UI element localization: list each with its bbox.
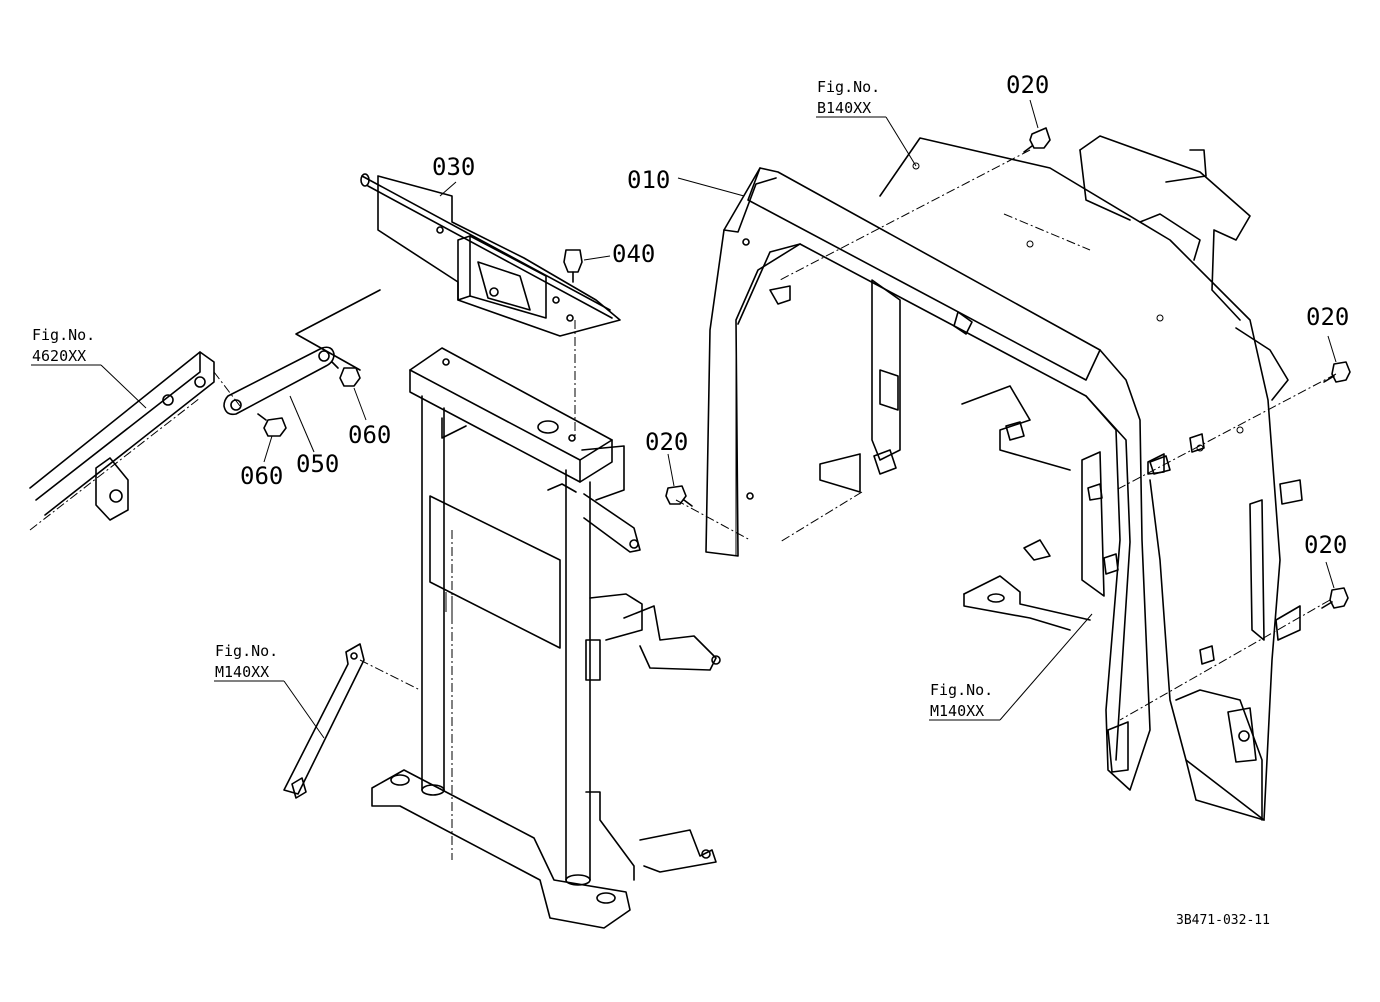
part-label-060-right: 060 (348, 421, 391, 449)
part-label-040: 040 (612, 240, 655, 268)
fig-ref-code-b140: B140XX (817, 99, 871, 117)
arch-frame-010 (705, 167, 1151, 791)
left-arm-bracket (29, 351, 215, 531)
part-label-030: 030 (432, 153, 475, 181)
fig-ref-code-m140-right: M140XX (930, 702, 984, 720)
bolt-060-lower (257, 413, 287, 437)
fig-ref-prefix-m140-left: Fig.No. (215, 642, 278, 660)
part-label-020-top: 020 (1006, 71, 1049, 99)
fig-ref-prefix-4620: Fig.No. (32, 326, 95, 344)
bolt-060-upper (331, 361, 361, 387)
left-lower-bracket (283, 643, 421, 799)
bolt-020-left (665, 485, 693, 507)
fig-ref-prefix-m140-right: Fig.No. (930, 681, 993, 699)
top-bracket-030 (295, 173, 621, 436)
bolt-020-right-lower (1321, 587, 1349, 609)
part-label-060-left: 060 (240, 462, 283, 490)
part-label-020-right-upper: 020 (1306, 303, 1349, 331)
bolt-040 (563, 249, 583, 283)
fig-ref-code-4620: 4620XX (32, 347, 86, 365)
bolt-020-right-upper (1323, 361, 1351, 383)
link-plate-050 (213, 346, 335, 416)
leader-lines (31, 99, 1337, 739)
drawing-number: 3B471-032-11 (1176, 913, 1270, 928)
center-stand-frame (371, 347, 721, 929)
bolt-020-top (1023, 127, 1051, 153)
part-label-020-right-lower: 020 (1304, 531, 1347, 559)
right-panel-assembly (675, 135, 1337, 821)
part-label-050: 050 (296, 450, 339, 478)
part-label-020-left: 020 (645, 428, 688, 456)
part-label-010: 010 (627, 166, 670, 194)
fig-ref-prefix-b140: Fig.No. (817, 78, 880, 96)
fig-ref-code-m140-left: M140XX (215, 663, 269, 681)
